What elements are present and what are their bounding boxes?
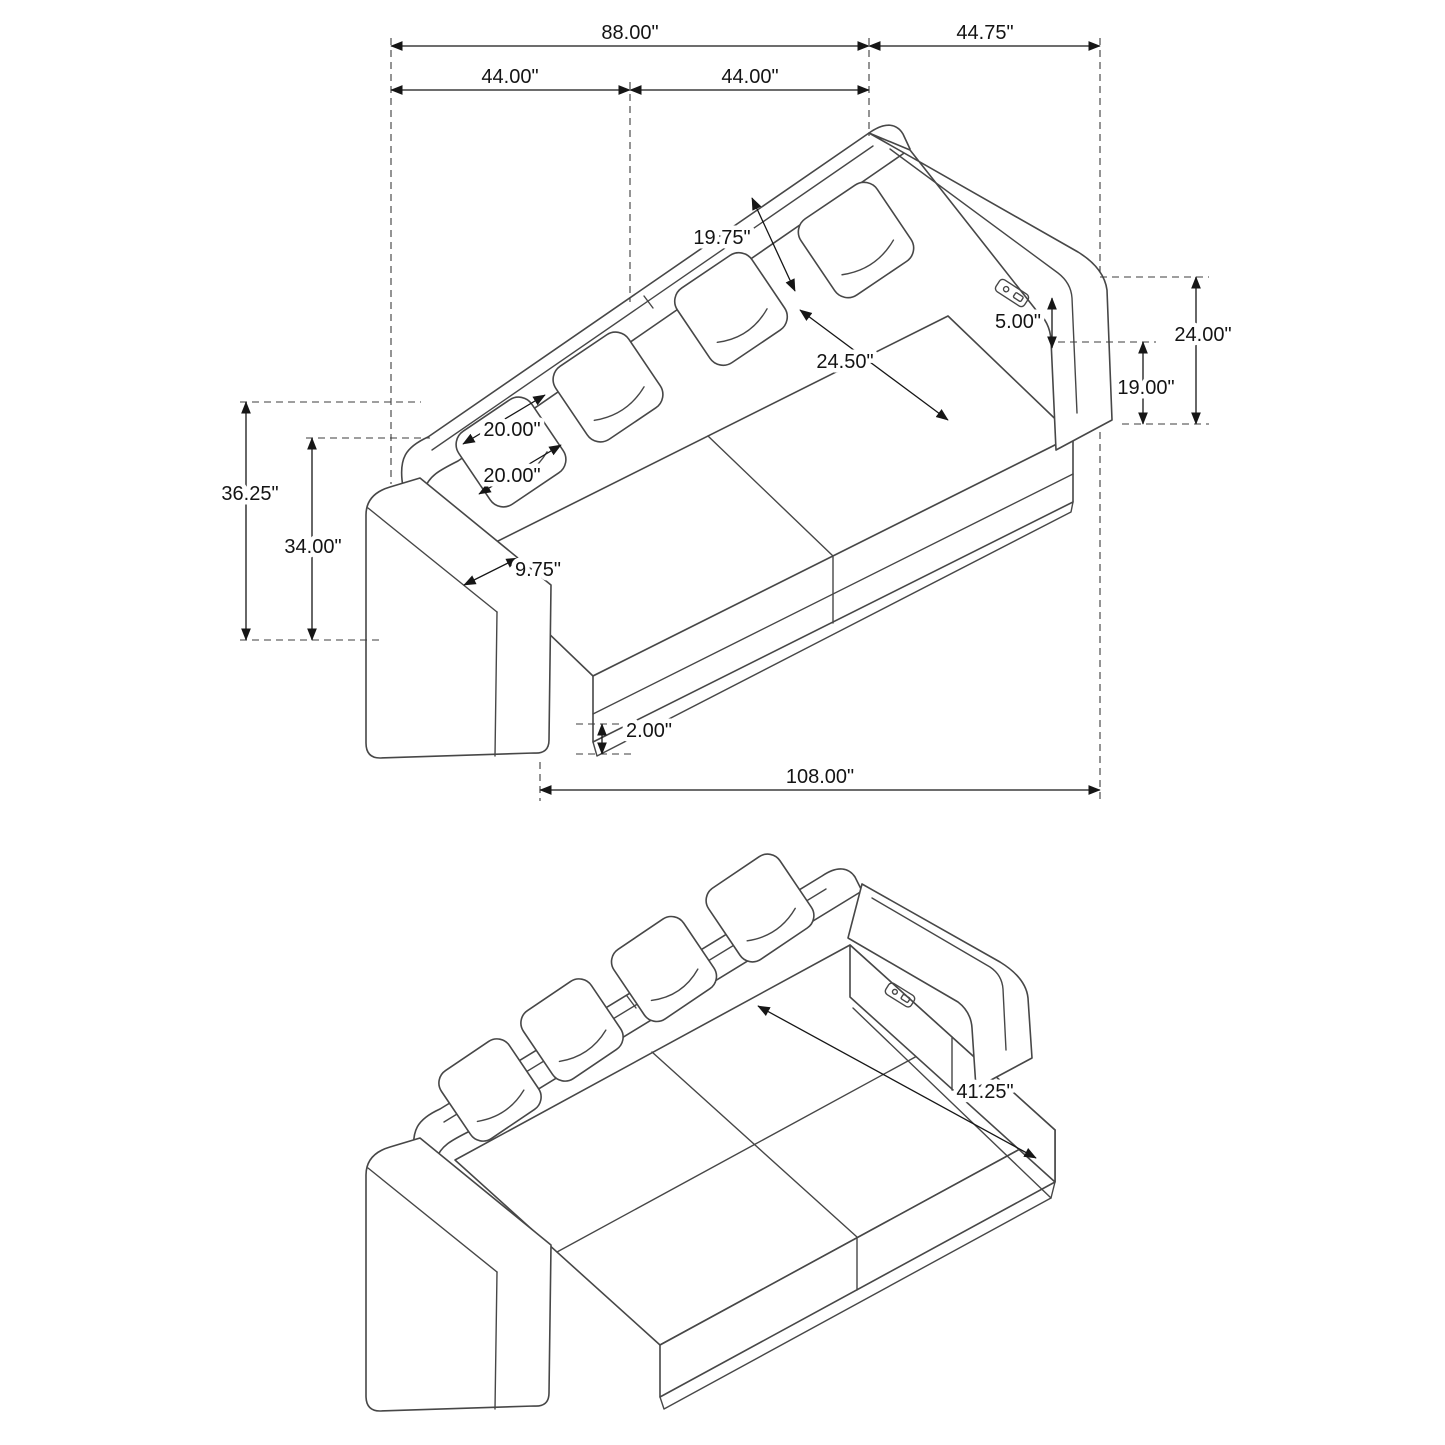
dim-label-chaise: 44.75" <box>956 22 1013 44</box>
dim-label-arm-width: 9.75" <box>515 559 561 581</box>
back-seam <box>626 995 637 1009</box>
pillow-fold <box>716 308 768 344</box>
right-armrest-inner-edge <box>871 897 1007 1051</box>
dim-label-sleeper-depth: 41.25" <box>956 1081 1013 1103</box>
top-view-dimensions: 88.00" 44.75" 44.00" 44.00" 19.75" 5.00"… <box>217 18 1236 801</box>
dim-label-seat-depth: 24.50" <box>816 351 873 373</box>
power-socket-icon <box>1002 285 1010 293</box>
usb-power-panel-icon <box>884 982 916 1008</box>
dim-label-total-height-right: 24.00" <box>1174 324 1231 346</box>
pillow <box>797 181 915 299</box>
dim-label-seat-b: 44.00" <box>721 66 778 88</box>
dim-label-arm-height: 34.00" <box>284 536 341 558</box>
pillow-outline <box>610 915 718 1023</box>
pillow <box>438 1038 542 1142</box>
pillow-fold <box>558 1029 607 1063</box>
left-armrest-outer-edge <box>367 1167 498 1273</box>
left-armrest <box>365 1137 552 1412</box>
usb-panel-outline <box>884 982 916 1008</box>
bed-view-dimensions: 41.25" <box>757 1005 1037 1159</box>
dim-label-seat-height: 19.00" <box>1117 377 1174 399</box>
dim-label-back-total: 88.00" <box>601 22 658 44</box>
left-armrest-outer-edge <box>367 507 498 613</box>
dim-label-seat-a: 44.00" <box>481 66 538 88</box>
dimension-line <box>462 394 546 445</box>
usb-power-panel-icon <box>994 278 1030 308</box>
left-armrest-front-edge <box>494 1271 498 1410</box>
usb-port-icon <box>900 993 911 1003</box>
usb-panel-outline <box>994 278 1030 308</box>
dimension-line <box>757 1005 1037 1159</box>
sofa-bed-view <box>365 853 1056 1412</box>
deck-base-edge <box>659 1181 1056 1410</box>
dim-label-pillow-height: 20.00" <box>483 465 540 487</box>
base-edge <box>592 501 1074 757</box>
pillow-fold <box>841 239 895 276</box>
right-armrest-inner-edge <box>889 148 1078 414</box>
left-armrest-front-edge <box>494 611 498 757</box>
pillow-fold <box>650 968 699 1002</box>
pillow-outline <box>552 331 664 443</box>
dimension-line <box>463 557 519 586</box>
dim-label-back-cushion: 19.75" <box>693 227 750 249</box>
dimension-line <box>478 444 562 495</box>
dim-label-back-height: 36.25" <box>221 483 278 505</box>
dim-label-leg-height: 2.00" <box>626 720 672 742</box>
pillow-fold <box>476 1089 525 1123</box>
dim-label-pillow-width: 20.00" <box>483 419 540 441</box>
pillow-fold <box>746 907 796 942</box>
pillow-outline <box>520 978 624 1082</box>
pillow-outline <box>705 853 815 963</box>
right-armrest <box>868 132 1113 451</box>
dimension-line <box>751 197 796 292</box>
pillow <box>520 978 624 1082</box>
sofa-top-view <box>365 124 1113 759</box>
deck-seam-depthwise <box>651 1051 858 1238</box>
back-seam <box>643 295 654 309</box>
pillow-outline <box>797 181 915 299</box>
left-armrest <box>365 477 552 759</box>
dim-label-overall-length: 108.00" <box>786 766 854 788</box>
power-socket-icon <box>891 988 899 995</box>
pillow <box>610 915 718 1023</box>
pillow <box>705 853 815 963</box>
dim-label-arm-above-seat: 5.00" <box>995 311 1041 333</box>
seat-seam <box>707 435 834 557</box>
usb-port-icon <box>1012 292 1024 303</box>
dimension-line <box>799 309 949 421</box>
pillow-outline <box>438 1038 542 1142</box>
pillow-fold <box>593 386 645 422</box>
pillow <box>552 331 664 443</box>
